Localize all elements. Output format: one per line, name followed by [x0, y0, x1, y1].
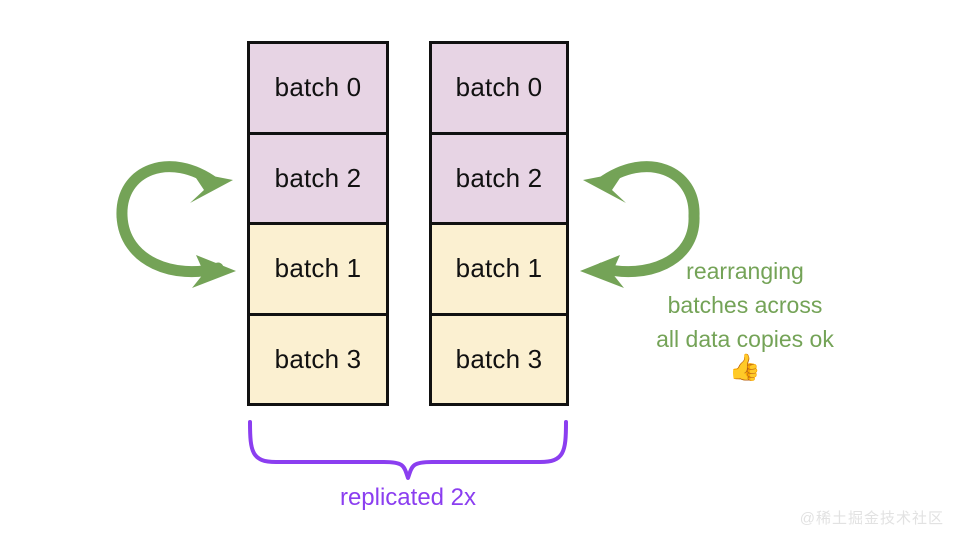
note-line-3: all data copies ok	[656, 326, 834, 352]
replicated-brace	[248, 420, 568, 480]
data-copy-2-column: batch 0 batch 2 batch 1 batch 3	[429, 41, 569, 406]
data-copy-1-column: batch 0 batch 2 batch 1 batch 3	[247, 41, 389, 406]
note-line-2: batches across	[667, 292, 823, 318]
replicated-label: replicated 2x	[339, 484, 477, 511]
batch-cell: batch 3	[432, 315, 566, 403]
batch-cell: batch 2	[250, 134, 386, 225]
batch-cell: batch 0	[250, 44, 386, 135]
batch-cell: batch 0	[432, 44, 566, 135]
batch-cell: batch 1	[250, 225, 386, 316]
watermark: @稀土掘金技术社区	[799, 510, 944, 527]
batch-cell: batch 1	[432, 225, 566, 316]
double-arrow-right-icon	[116, 161, 236, 288]
rearranging-note: rearranging batches across all data copi…	[604, 254, 886, 356]
note-line-1: rearranging	[686, 258, 804, 284]
thumbs-up-icon: 👍	[728, 352, 762, 382]
batch-cell: batch 2	[432, 134, 566, 225]
batch-cell: batch 3	[250, 315, 386, 403]
